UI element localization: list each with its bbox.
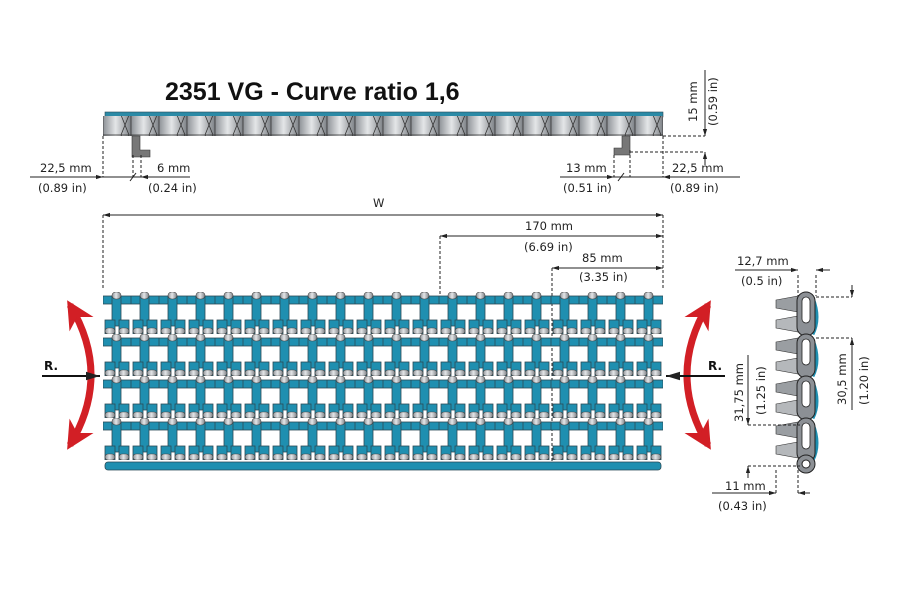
right-guide-profile xyxy=(613,135,631,156)
right-margin-mm: 22,5 mm xyxy=(672,161,724,175)
left-guide-profile xyxy=(131,135,151,158)
w170-mm: 170 mm xyxy=(525,219,573,233)
right-guide-in: (0.51 in) xyxy=(563,181,612,195)
link-mm: 30,5 mm xyxy=(835,353,849,405)
link-slot xyxy=(801,422,811,450)
tooth xyxy=(775,295,799,313)
link-slot xyxy=(801,296,811,324)
link-slot xyxy=(801,380,811,408)
right-guide-mm: 13 mm xyxy=(566,161,607,175)
tooth xyxy=(775,315,799,333)
left-margin-mm: 22,5 mm xyxy=(40,161,92,175)
curve-arrow-left-icon xyxy=(42,300,100,450)
tooth-in: (0.43 in) xyxy=(718,499,767,513)
right-margin-in: (0.89 in) xyxy=(670,181,719,195)
tooth xyxy=(775,379,799,397)
tooth-mm: 11 mm xyxy=(725,479,766,493)
pitch-mm: 31,75 mm xyxy=(732,363,746,422)
tooth xyxy=(775,337,799,355)
tooth xyxy=(775,399,799,417)
w170-in: (6.69 in) xyxy=(524,240,573,254)
width-dimensions xyxy=(102,212,664,470)
thickness-mm: 12,7 mm xyxy=(737,254,789,268)
width-label: W xyxy=(373,196,384,210)
diagram-title: 2351 VG - Curve ratio 1,6 xyxy=(165,78,460,106)
belt-bottom-rod xyxy=(104,461,662,471)
radius-left-label: R. xyxy=(44,359,58,373)
belt-profile-view xyxy=(712,267,855,496)
left-margin-in: (0.89 in) xyxy=(38,181,87,195)
w85-in: (3.35 in) xyxy=(579,270,628,284)
end-link-hole xyxy=(801,459,811,469)
radius-right-label: R. xyxy=(708,359,722,373)
link-slot xyxy=(801,338,811,366)
height-mm: 15 mm xyxy=(686,81,700,122)
pitch-in: (1.25 in) xyxy=(754,366,768,415)
curve-arrow-right-icon xyxy=(666,300,725,450)
left-guide-mm: 6 mm xyxy=(157,161,190,175)
link-in: (1.20 in) xyxy=(857,356,871,405)
belt-side-view xyxy=(30,70,740,182)
tooth xyxy=(775,441,799,459)
tooth xyxy=(775,357,799,375)
tooth xyxy=(775,421,799,439)
left-guide-in: (0.24 in) xyxy=(148,181,197,195)
height-in: (0.59 in) xyxy=(706,77,720,126)
thickness-in: (0.5 in) xyxy=(741,274,782,288)
belt-top-view xyxy=(103,292,663,460)
w85-mm: 85 mm xyxy=(582,251,623,265)
